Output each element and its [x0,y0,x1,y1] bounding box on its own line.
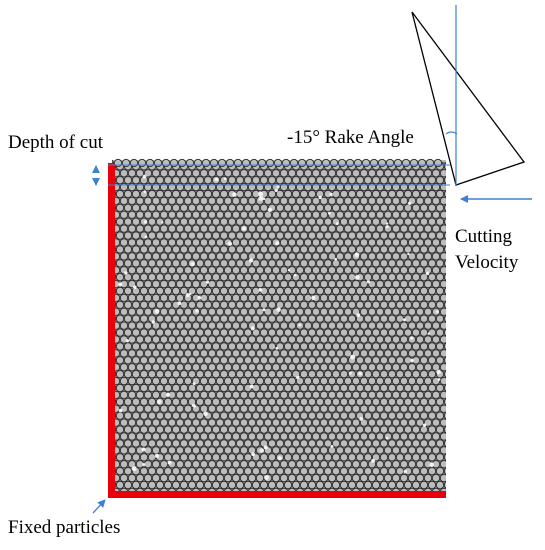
cutting-tool [411,11,526,186]
fixed-particles-label: Fixed particles [8,517,121,538]
lattice-defects [118,174,442,480]
depth-of-cut-label: Depth of cut [8,132,103,153]
depth-of-cut-indicator [92,164,450,186]
particle-workpiece [112,160,446,496]
fixed-particles-pointer [92,499,106,514]
rake-angle-label: -15° Rake Angle [287,127,414,148]
cutting-velocity-label-line1: Cutting [455,226,513,247]
fixed-particles-boundary [108,163,446,498]
rake-angle-indicator [445,5,458,185]
cutting-velocity-label-line2: Velocity [455,252,519,273]
surface-particle-row [113,158,443,168]
